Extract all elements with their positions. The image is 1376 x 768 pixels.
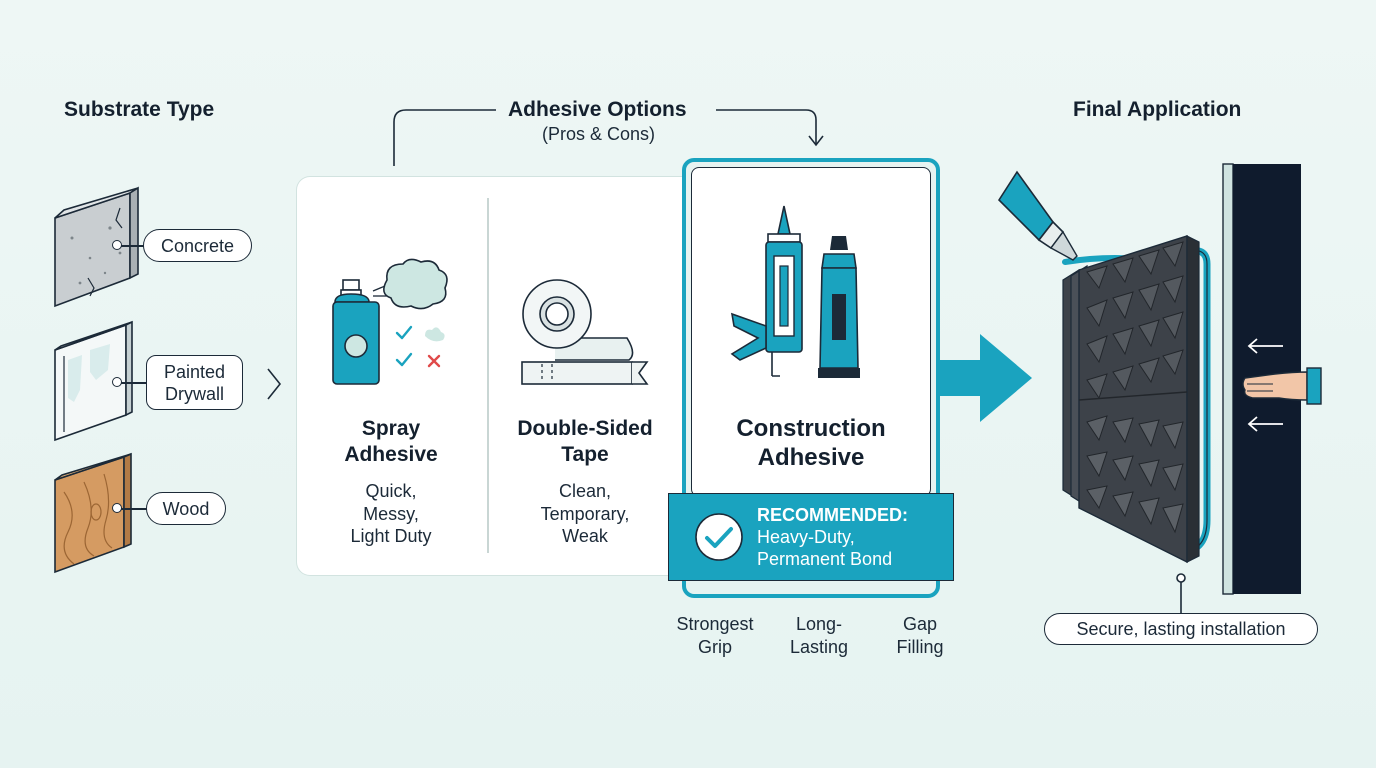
concrete-connector-dot [112,240,122,250]
final-caption: Secure, lasting installation [1044,613,1318,645]
substrate-heading: Substrate Type [64,98,215,121]
caulk-gun-icon [730,205,860,378]
option-title-spray: Spray Adhesive [344,417,438,466]
check-circle-icon [695,513,743,561]
benefit-gap-filling: Gap Filling [896,614,944,657]
option-desc-tape: Clean, Temporary, Weak [540,481,630,546]
recommended-title: Construction Adhesive [736,415,886,471]
benefit-strongest-grip: Strongest Grip [676,614,754,657]
spray-can-icon [332,258,448,385]
wood-plank-icon [54,452,132,574]
drywall-connector [117,382,147,384]
arrow-right-icon [940,334,1032,422]
substrate-label-wood: Wood [146,492,226,525]
final-heading: Final Application [1073,98,1242,121]
option-title-tape: Double-Sided Tape [517,417,653,466]
drywall-panel-icon [54,320,133,442]
recommended-badge-title: RECOMMENDED: [757,505,908,525]
recommended-card-inner [691,167,931,497]
wood-connector [117,508,147,510]
adhesive-heading: Adhesive Options [508,98,687,121]
benefit-long-lasting: Long- Lasting [789,614,849,657]
concrete-connector [117,245,144,247]
recommended-badge-text: Heavy-Duty, Permanent Bond [757,527,893,569]
chevron-right-icon [267,368,282,400]
options-divider [487,198,489,553]
option-desc-spray: Quick, Messy, Light Duty [350,481,432,546]
tape-roll-icon [521,279,649,385]
concrete-block-icon [54,186,139,308]
drywall-connector-dot [112,377,122,387]
substrate-label-concrete: Concrete [143,229,252,262]
wood-connector-dot [112,503,122,513]
substrate-label-drywall: Painted Drywall [146,355,243,410]
foam-installation-illustration [997,163,1322,616]
adhesive-subheading: (Pros & Cons) [542,124,656,144]
